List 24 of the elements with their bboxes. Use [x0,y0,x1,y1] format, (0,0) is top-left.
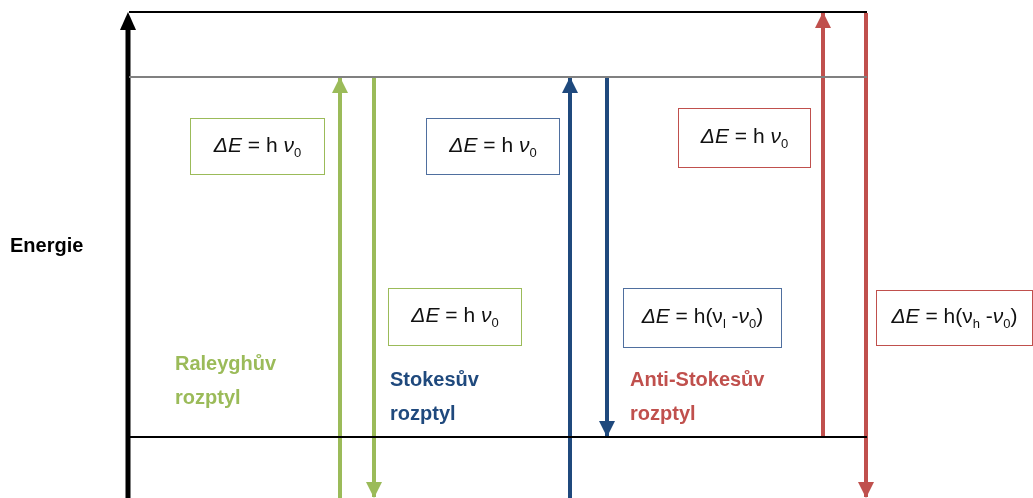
arrow [858,13,874,498]
scattering-label: Raleyghův rozptyl [175,351,278,410]
formula-text: ΔE = h ν$_{0}$ [449,132,537,161]
arrow [332,77,348,498]
scattering-label: Anti-Stokesův rozptyl [630,367,766,426]
formula-text: ΔE = h(ν$_{l}$ -ν$_{0}$) [641,304,764,332]
formula-text: ΔE = h(ν$_{h}$ -ν$_{0}$) [891,304,1018,332]
scattering-label: Stokesův rozptyl [390,367,480,426]
axis-label: Energie [10,233,84,258]
energy-level-line [129,76,867,78]
energy-level-line [129,436,867,438]
formula-box [876,290,1033,346]
formula-text: ΔE = h ν$_{0}$ [700,124,789,152]
formula-box [388,288,522,346]
formula-box [678,108,811,168]
formula-text: ΔE = h ν$_{0}$ [411,303,499,331]
formula-text: ΔE = h ν$_{0}$ [213,132,302,161]
formula-box [426,118,560,175]
formula-box [623,288,782,348]
formula-box [190,118,325,175]
arrow [562,77,578,498]
arrow [599,78,615,437]
arrow [366,78,382,498]
arrow [815,12,831,436]
